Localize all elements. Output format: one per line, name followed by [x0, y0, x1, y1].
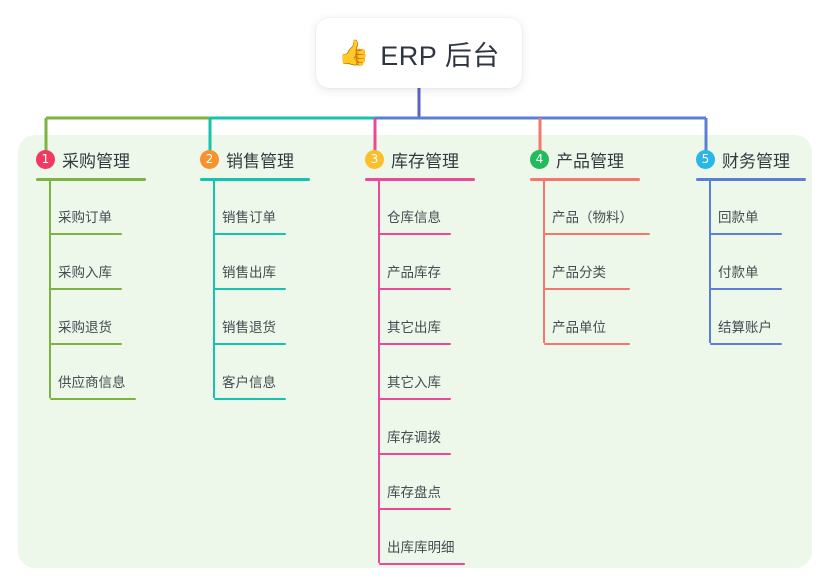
branch-header-4[interactable]: 4 产品管理 — [530, 146, 640, 172]
leaf-item[interactable]: 供应商信息 — [36, 371, 136, 400]
leaf-item[interactable]: 采购退货 — [36, 316, 122, 345]
branch-column-2: 2 销售管理 — [200, 146, 310, 181]
leaf-item-underline — [50, 398, 136, 400]
root-node[interactable]: 👍 ERP 后台 — [316, 18, 522, 88]
leaf-item-underline — [214, 288, 286, 290]
leaf-item-label: 销售订单 — [222, 210, 276, 225]
leaf-item-label: 回款单 — [718, 210, 759, 225]
leaf-item[interactable]: 其它入库 — [365, 371, 451, 400]
branch-column-1: 1 采购管理 — [36, 146, 146, 181]
leaf-item-label: 采购订单 — [58, 210, 112, 225]
branch-header-2[interactable]: 2 销售管理 — [200, 146, 310, 172]
branch-underline-1 — [36, 178, 146, 181]
leaf-item[interactable]: 库存调拨 — [365, 426, 451, 455]
leaf-item-underline — [379, 508, 451, 510]
leaf-item-underline — [214, 343, 286, 345]
leaf-item[interactable]: 产品分类 — [530, 261, 630, 290]
branch-title-1: 采购管理 — [62, 151, 130, 171]
leaf-item-underline — [214, 398, 286, 400]
branch-badge-3: 3 — [365, 149, 384, 169]
leaf-item[interactable]: 销售订单 — [200, 206, 286, 235]
leaf-item-underline — [379, 288, 451, 290]
leaf-item-label: 产品分类 — [552, 265, 606, 280]
leaf-item-label: 其它入库 — [387, 375, 441, 390]
branch-header-5[interactable]: 5 财务管理 — [696, 146, 806, 172]
leaf-item-underline — [50, 233, 122, 235]
branch-badge-1: 1 — [36, 149, 55, 169]
leaf-item-underline — [379, 343, 451, 345]
branch-underline-5 — [696, 178, 806, 181]
branch-underline-3 — [365, 178, 475, 181]
leaf-item-label: 采购退货 — [58, 320, 112, 335]
leaf-item-underline — [50, 343, 122, 345]
leaf-item-underline — [379, 453, 451, 455]
branch-underline-4 — [530, 178, 640, 181]
branch-badge-2: 2 — [200, 149, 219, 169]
leaf-item[interactable]: 销售出库 — [200, 261, 286, 290]
leaf-item-underline — [710, 288, 782, 290]
leaf-item-underline — [379, 563, 465, 565]
leaf-item-underline — [544, 343, 630, 345]
leaf-item[interactable]: 客户信息 — [200, 371, 286, 400]
leaf-item-label: 采购入库 — [58, 265, 112, 280]
leaf-item[interactable]: 结算账户 — [696, 316, 782, 345]
leaf-item-label: 产品单位 — [552, 320, 606, 335]
leaf-item-underline — [544, 288, 630, 290]
leaf-item-label: 销售退货 — [222, 320, 276, 335]
leaf-item[interactable]: 仓库信息 — [365, 206, 451, 235]
leaf-item-label: 客户信息 — [222, 375, 276, 390]
diagram-panel — [18, 135, 812, 568]
leaf-item[interactable]: 产品（物料） — [530, 206, 650, 235]
leaf-item[interactable]: 出库库明细 — [365, 536, 465, 565]
leaf-item-underline — [710, 343, 782, 345]
leaf-item[interactable]: 采购入库 — [36, 261, 122, 290]
leaf-item-underline — [379, 233, 451, 235]
branch-title-3: 库存管理 — [391, 151, 459, 171]
branch-header-3[interactable]: 3 库存管理 — [365, 146, 475, 172]
branch-column-4: 4 产品管理 — [530, 146, 640, 181]
leaf-item-underline — [214, 233, 286, 235]
root-node-title: ERP 后台 — [380, 40, 500, 71]
branch-header-1[interactable]: 1 采购管理 — [36, 146, 146, 172]
leaf-item[interactable]: 付款单 — [696, 261, 782, 290]
thumbs-up-icon: 👍 — [338, 38, 370, 67]
leaf-item-label: 产品（物料） — [552, 210, 633, 225]
leaf-item[interactable]: 回款单 — [696, 206, 782, 235]
leaf-item-underline — [710, 233, 782, 235]
leaf-item[interactable]: 销售退货 — [200, 316, 286, 345]
branch-column-5: 5 财务管理 — [696, 146, 806, 181]
leaf-item-label: 供应商信息 — [58, 375, 126, 390]
leaf-item-underline — [544, 233, 650, 235]
branch-underline-2 — [200, 178, 310, 181]
branch-title-4: 产品管理 — [556, 151, 624, 171]
branch-badge-5: 5 — [696, 149, 715, 169]
leaf-item-label: 付款单 — [718, 265, 759, 280]
branch-column-3: 3 库存管理 — [365, 146, 475, 181]
leaf-item-underline — [50, 288, 122, 290]
branch-title-5: 财务管理 — [722, 151, 790, 171]
leaf-item-label: 库存盘点 — [387, 485, 441, 500]
leaf-item[interactable]: 库存盘点 — [365, 481, 451, 510]
leaf-item[interactable]: 其它出库 — [365, 316, 451, 345]
leaf-item-label: 销售出库 — [222, 265, 276, 280]
leaf-item-underline — [379, 398, 451, 400]
branch-title-2: 销售管理 — [226, 151, 294, 171]
leaf-item-label: 其它出库 — [387, 320, 441, 335]
leaf-item-label: 出库库明细 — [387, 540, 455, 555]
leaf-item[interactable]: 产品库存 — [365, 261, 451, 290]
leaf-item-label: 产品库存 — [387, 265, 441, 280]
leaf-item-label: 库存调拨 — [387, 430, 441, 445]
leaf-item[interactable]: 采购订单 — [36, 206, 122, 235]
leaf-item-label: 仓库信息 — [387, 210, 441, 225]
leaf-item[interactable]: 产品单位 — [530, 316, 630, 345]
branch-badge-4: 4 — [530, 149, 549, 169]
leaf-item-label: 结算账户 — [718, 320, 772, 335]
